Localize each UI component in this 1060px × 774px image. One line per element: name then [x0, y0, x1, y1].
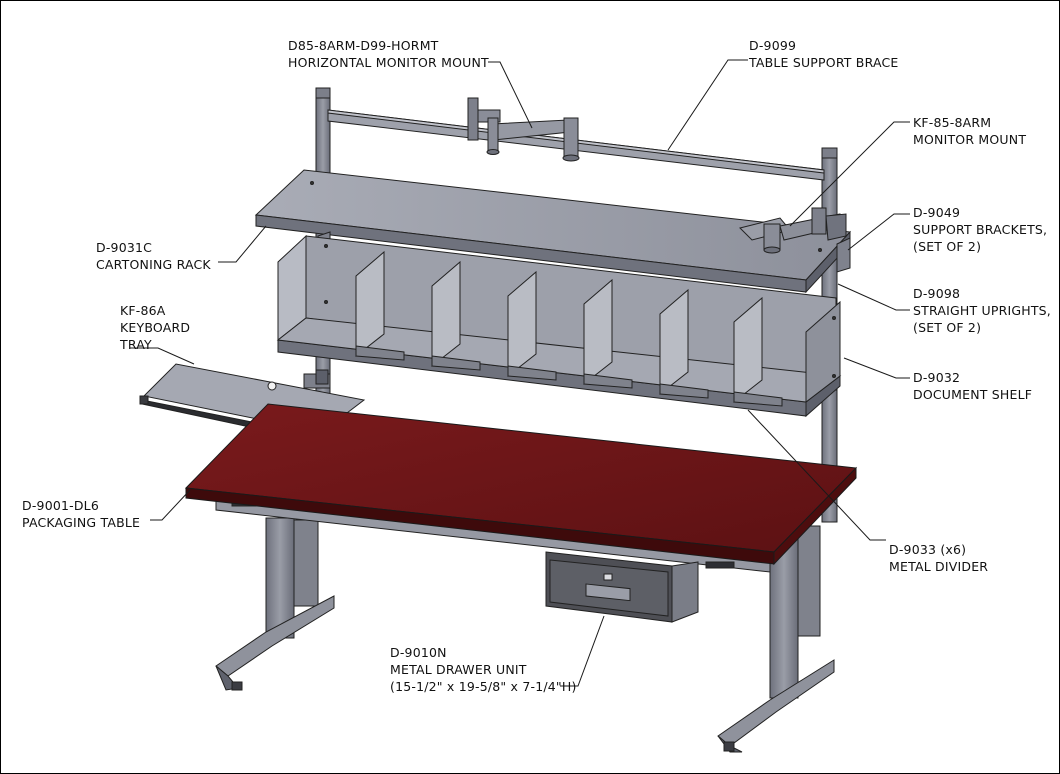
metal-divider — [355, 250, 405, 361]
part-dimensions: (15-1/2" x 19-5/8" x 7-1/4"H) — [390, 679, 577, 694]
callout-straight-uprights: D-9098 STRAIGHT UPRIGHTS, (SET OF 2) — [913, 285, 1051, 336]
part-description: SUPPORT BRACKETS, — [913, 222, 1048, 237]
callout-document-shelf: D-9032 DOCUMENT SHELF — [913, 369, 1032, 403]
metal-divider — [583, 278, 633, 389]
part-code: KF-86A — [120, 303, 166, 318]
part-description: DOCUMENT SHELF — [913, 387, 1033, 402]
part-quantity: (SET OF 2) — [913, 239, 982, 254]
part-description: HORIZONTAL MONITOR MOUNT — [288, 55, 489, 70]
metal-divider — [507, 270, 557, 381]
leader-cartoning-rack — [218, 225, 267, 263]
callout-horizontal-monitor-mount: D85-8ARM-D99-HORMT HORIZONTAL MONITOR MO… — [288, 37, 489, 71]
part-code: KF-85-8ARM — [913, 115, 992, 130]
leader-monitor-mount — [789, 121, 910, 227]
callout-metal-divider: D-9033 (x6) METAL DIVIDER — [889, 541, 988, 575]
metal-divider — [431, 260, 481, 371]
callout-keyboard-tray: KF-86A KEYBOARD TRAY — [120, 302, 190, 353]
callout-table-support-brace: D-9099 TABLE SUPPORT BRACE — [749, 37, 899, 71]
leader-support-brackets — [847, 213, 910, 251]
leader-support-brace — [667, 59, 748, 151]
part-description: METAL DRAWER UNIT — [390, 662, 527, 677]
leader-horizontal-mount — [488, 61, 533, 129]
leader-packaging-table — [150, 489, 191, 521]
part-code: D-9031C — [96, 240, 153, 255]
part-description: MONITOR MOUNT — [913, 132, 1027, 147]
part-description: KEYBOARD — [120, 320, 191, 335]
part-description: TABLE SUPPORT BRACE — [749, 55, 899, 70]
callout-monitor-mount: KF-85-8ARM MONITOR MOUNT — [913, 114, 1026, 148]
part-code: D-9099 — [749, 38, 797, 53]
leader-drawer-unit — [560, 615, 605, 687]
callout-packaging-table: D-9001-DL6 PACKAGING TABLE — [22, 497, 140, 531]
leader-metal-divider — [747, 409, 886, 541]
metal-divider — [659, 288, 709, 399]
part-quantity: (SET OF 2) — [913, 320, 982, 335]
leader-keyboard-tray — [130, 347, 195, 365]
part-code: D-9049 — [913, 205, 961, 220]
part-description: PACKAGING TABLE — [22, 515, 141, 530]
callout-metal-drawer-unit: D-9010N METAL DRAWER UNIT (15-1/2" x 19-… — [390, 644, 577, 695]
part-code: D-9001-DL6 — [22, 498, 99, 513]
monitor-mount — [739, 207, 847, 254]
packaging-table-top — [184, 403, 858, 566]
leader-document-shelf — [843, 357, 910, 379]
metal-divider — [733, 296, 783, 407]
callout-cartoning-rack: D-9031C CARTONING RACK — [96, 239, 211, 273]
part-description: TRAY — [120, 337, 152, 352]
part-description: STRAIGHT UPRIGHTS, — [913, 303, 1051, 318]
leader-straight-uprights — [837, 283, 910, 311]
part-code: D-9033 (x6) — [889, 542, 967, 557]
callout-support-brackets: D-9049 SUPPORT BRACKETS, (SET OF 2) — [913, 204, 1047, 255]
part-code: D-9010N — [390, 645, 447, 660]
metal-dividers — [355, 250, 783, 407]
part-code: D85-8ARM-D99-HORMT — [288, 38, 439, 53]
part-description: METAL DIVIDER — [889, 559, 989, 574]
horizontal-monitor-mount — [467, 97, 580, 162]
metal-drawer-unit — [545, 551, 699, 623]
part-description: CARTONING RACK — [96, 257, 211, 272]
part-code: D-9032 — [913, 370, 961, 385]
part-code: D-9098 — [913, 286, 961, 301]
leader-lines — [130, 59, 910, 687]
